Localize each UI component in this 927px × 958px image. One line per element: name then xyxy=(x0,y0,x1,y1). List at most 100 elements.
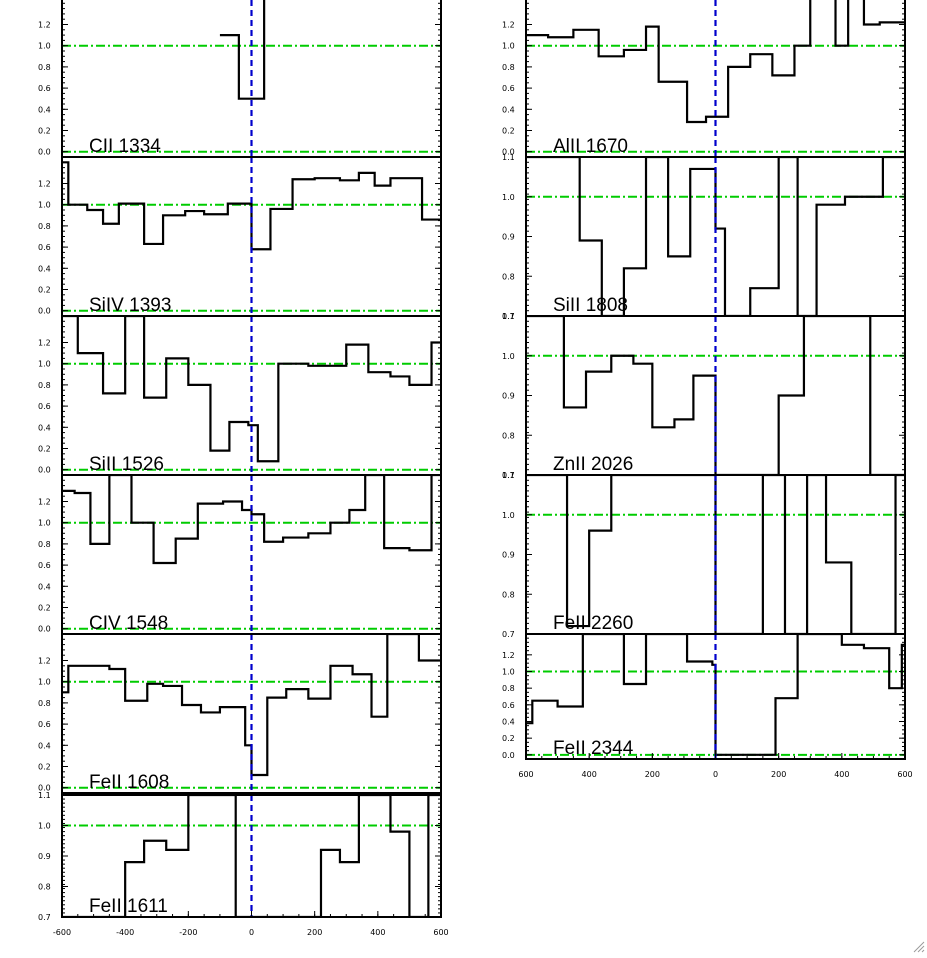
y-tick-label: 0.2 xyxy=(38,127,51,136)
panel-label: FeII 1611 xyxy=(89,896,168,917)
flux-trace xyxy=(526,316,905,475)
panel-label: SiII 1808 xyxy=(553,295,628,316)
y-tick-label: 1.0 xyxy=(502,193,515,202)
y-tick-label: 0.8 xyxy=(38,699,51,708)
y-tick-label: 0.8 xyxy=(38,63,51,72)
panel-label: AlII 1670 xyxy=(553,136,628,157)
flux-trace xyxy=(526,475,905,634)
y-tick-label: 0.4 xyxy=(38,741,51,750)
y-tick-label: 0.6 xyxy=(38,243,51,252)
y-tick-label: 0.0 xyxy=(38,625,51,634)
y-tick-label: 1.0 xyxy=(38,519,51,528)
y-tick-label: 0.2 xyxy=(502,127,515,136)
y-tick-label: 0.0 xyxy=(38,466,51,475)
y-tick-label: 1.2 xyxy=(502,651,515,660)
y-tick-label: 0.6 xyxy=(38,402,51,411)
y-tick-label: 0.7 xyxy=(502,471,515,480)
y-tick-label: 1.0 xyxy=(502,511,515,520)
y-tick-label: 0.2 xyxy=(38,604,51,613)
flux-trace xyxy=(526,0,905,124)
y-tick-label: 0.2 xyxy=(38,763,51,772)
y-tick-label: 0.6 xyxy=(38,84,51,93)
flux-trace xyxy=(526,157,905,316)
y-tick-label: 0.9 xyxy=(38,852,51,861)
y-tick-label: 0.8 xyxy=(38,540,51,549)
y-tick-label: 1.0 xyxy=(502,352,515,361)
y-tick-label: 1.1 xyxy=(38,791,51,800)
y-tick-label: 0.9 xyxy=(502,392,515,401)
y-tick-label: 1.0 xyxy=(38,201,51,210)
panel-label: FeII 1608 xyxy=(89,772,169,793)
y-tick-label: 0.8 xyxy=(38,381,51,390)
y-tick-label: 1.0 xyxy=(38,360,51,369)
y-tick-label: 1.0 xyxy=(38,822,51,831)
y-tick-label: 0.8 xyxy=(38,222,51,231)
y-tick-label: 0.8 xyxy=(502,590,515,599)
y-tick-label: 0.6 xyxy=(38,561,51,570)
y-tick-label: 1.0 xyxy=(38,42,51,51)
panel-label: SiIV 1393 xyxy=(89,295,171,316)
flux-trace xyxy=(62,475,441,565)
y-tick-label: 0.0 xyxy=(502,751,515,760)
y-tick-label: 0.0 xyxy=(38,148,51,157)
x-tick-label: 0 xyxy=(713,770,718,779)
y-tick-label: 1.1 xyxy=(502,312,515,321)
y-tick-label: 1.2 xyxy=(38,180,51,189)
y-tick-label: 0.8 xyxy=(502,63,515,72)
y-tick-label: 1.2 xyxy=(38,21,51,30)
x-tick-label: 400 xyxy=(834,770,849,779)
y-tick-label: 0.7 xyxy=(502,312,515,321)
y-tick-label: 1.2 xyxy=(502,21,515,30)
y-tick-label: 1.0 xyxy=(38,678,51,687)
y-tick-label: 0.4 xyxy=(38,423,51,432)
y-tick-label: 0.2 xyxy=(38,445,51,454)
flux-trace xyxy=(62,795,441,917)
y-tick-label: 0.4 xyxy=(502,718,515,727)
panel-label: FeII 2344 xyxy=(553,738,634,759)
y-tick-label: 0.4 xyxy=(38,582,51,591)
x-tick-label: -200 xyxy=(179,928,197,937)
y-tick-label: 1.2 xyxy=(38,498,51,507)
y-tick-label: 0.6 xyxy=(502,84,515,93)
x-tick-label: 400 xyxy=(370,928,385,937)
panel-label: FeII 2260 xyxy=(553,613,633,634)
y-tick-label: 0.4 xyxy=(502,105,515,114)
panel-label: SiII 1526 xyxy=(89,454,164,475)
x-tick-label: 600 xyxy=(433,928,448,937)
x-tick-label: 200 xyxy=(645,770,660,779)
flux-trace xyxy=(62,161,441,251)
y-tick-label: 0.8 xyxy=(502,684,515,693)
y-tick-label: 1.2 xyxy=(38,339,51,348)
y-tick-label: 0.8 xyxy=(502,431,515,440)
y-tick-label: 0.8 xyxy=(502,272,515,281)
panel-label: ZnII 2026 xyxy=(553,454,633,475)
panel-label: CIV 1548 xyxy=(89,613,168,634)
panel-siii-1808: 0.7 0.8 0.9 1.0 1.1 SiII 1808 xyxy=(502,153,906,321)
resize-grip-icon[interactable] xyxy=(911,939,925,953)
y-tick-label: 1.0 xyxy=(502,668,515,677)
y-tick-label: 0.6 xyxy=(502,701,515,710)
y-tick-label: 0.8 xyxy=(38,883,51,892)
y-tick-label: 0.0 xyxy=(502,148,515,157)
x-tick-label: 200 xyxy=(771,770,786,779)
flux-trace xyxy=(62,316,441,463)
x-tick-label: 200 xyxy=(307,928,322,937)
y-tick-label: 1.0 xyxy=(502,42,515,51)
y-tick-label: 0.4 xyxy=(38,105,51,114)
x-tick-label: -400 xyxy=(116,928,134,937)
y-tick-label: 1.1 xyxy=(502,471,515,480)
y-tick-label: 0.0 xyxy=(38,307,51,316)
y-tick-label: 0.6 xyxy=(38,720,51,729)
x-tick-label: 0 xyxy=(249,928,254,937)
x-tick-label: 600 xyxy=(518,770,533,779)
y-tick-label: 0.9 xyxy=(502,233,515,242)
